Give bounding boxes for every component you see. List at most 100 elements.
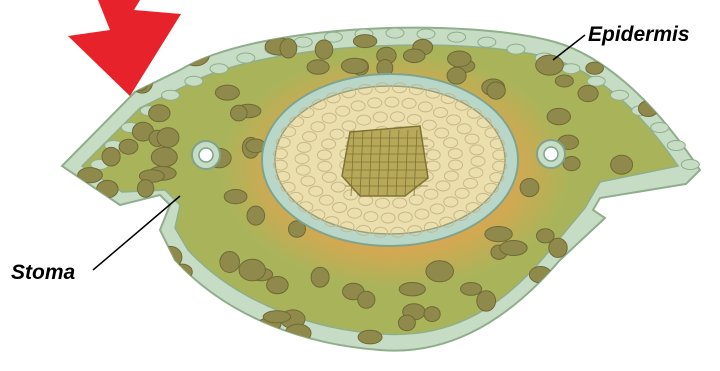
mesophyll-cell (563, 157, 580, 171)
mesophyll-cell (358, 291, 375, 308)
epidermis-cell (478, 37, 496, 47)
epidermis-cell (587, 76, 605, 86)
epidermis-cell (611, 90, 629, 100)
mesophyll-cell (634, 289, 659, 307)
mesophyll-cell (220, 252, 240, 273)
mesophyll-cell (526, 295, 550, 307)
mesophyll-cell (555, 75, 573, 87)
mesophyll-cell (614, 232, 634, 251)
mesophyll-cell (137, 180, 153, 198)
epidermis-cell (681, 160, 699, 170)
mesophyll-cell (225, 315, 244, 334)
mesophyll-cell (657, 215, 677, 230)
mesophyll-cell (119, 139, 138, 154)
mesophyll-cell (263, 311, 290, 323)
mesophyll-cell (611, 155, 633, 174)
epidermis-cell (417, 29, 435, 39)
mesophyll-cell (97, 212, 118, 228)
mesophyll-cell (183, 45, 200, 57)
mesophyll-cell (448, 51, 472, 67)
mesophyll-cell (630, 216, 655, 235)
leaf-body (62, 28, 700, 351)
mesophyll-cell (620, 64, 641, 78)
mesophyll-cell (89, 266, 110, 285)
stoma-left (192, 141, 220, 169)
mesophyll-cell (267, 277, 289, 294)
mesophyll-cell (152, 271, 179, 286)
mesophyll-cell (477, 291, 496, 311)
epidermis-cell (562, 64, 580, 74)
mesophyll-cell (611, 249, 628, 265)
mesophyll-cell (461, 283, 482, 296)
mesophyll-cell (315, 40, 333, 59)
mesophyll-cell (84, 257, 105, 276)
mesophyll-cell (582, 329, 608, 349)
mesophyll-cell (551, 304, 574, 326)
epidermis-cell (237, 53, 255, 63)
mesophyll-cell (182, 329, 203, 343)
mesophyll-cell (620, 239, 646, 255)
mesophyll-cell (285, 324, 311, 342)
mesophyll-cell (215, 85, 239, 100)
mesophyll-cell (182, 44, 209, 66)
stoma-label: Stoma (11, 262, 75, 283)
mesophyll-cell (231, 105, 248, 121)
mesophyll-cell (126, 296, 149, 312)
mesophyll-cell (520, 179, 539, 197)
mesophyll-cell (662, 199, 686, 215)
mesophyll-cell (578, 85, 598, 101)
epidermis-cell (448, 32, 466, 42)
mesophyll-cell (547, 108, 570, 124)
mesophyll-cell (311, 267, 329, 287)
mesophyll-cell (247, 206, 265, 225)
mesophyll-cell (102, 147, 120, 166)
mesophyll-cell (536, 55, 564, 75)
xylem-core (342, 126, 428, 196)
mesophyll-cell (149, 105, 170, 122)
mesophyll-cell (424, 307, 440, 322)
mesophyll-cell (150, 301, 174, 318)
mesophyll-cell (623, 233, 645, 255)
mesophyll-cell (500, 241, 527, 256)
mesophyll-cell (618, 204, 635, 218)
mesophyll-cell (612, 314, 633, 335)
mesophyll-cell (128, 308, 147, 329)
mesophyll-cell (532, 307, 553, 328)
mesophyll-cell (280, 39, 297, 58)
mesophyll-cell (658, 296, 676, 308)
mesophyll-cell (224, 190, 247, 204)
vascular-bundle (262, 74, 518, 246)
mesophyll-cell (403, 49, 425, 63)
mesophyll-cell (398, 315, 415, 331)
mesophyll-cell (485, 227, 512, 242)
stoma-right (537, 140, 565, 168)
mesophyll-cell (358, 330, 382, 344)
epidermis-cell (162, 90, 180, 100)
mesophyll-cell (239, 259, 265, 281)
mesophyll-cell (399, 283, 425, 296)
mesophyll-cell (549, 238, 567, 257)
epidermis-cell (185, 76, 203, 86)
mesophyll-cell (81, 326, 104, 340)
mesophyll-cell (608, 234, 632, 246)
epidermis-cell (667, 141, 685, 151)
mesophyll-cell (91, 84, 111, 106)
mesophyll-cell (426, 261, 454, 282)
epidermis-label: Epidermis (588, 24, 690, 45)
mesophyll-cell (172, 264, 192, 280)
epidermis-cell (386, 28, 404, 38)
mesophyll-cell (97, 180, 118, 197)
mesophyll-cell (157, 128, 179, 148)
epidermis-cell (210, 64, 228, 74)
mesophyll-cell (133, 327, 154, 348)
mesophyll-cell (307, 60, 329, 74)
mesophyll-cell (353, 35, 376, 48)
mesophyll-cell (242, 319, 258, 335)
mesophyll-cell (487, 82, 505, 99)
mesophyll-cell (78, 168, 103, 183)
mesophyll-cell (447, 67, 466, 84)
mesophyll-cell (341, 58, 368, 73)
mesophyll-cell (151, 147, 177, 166)
